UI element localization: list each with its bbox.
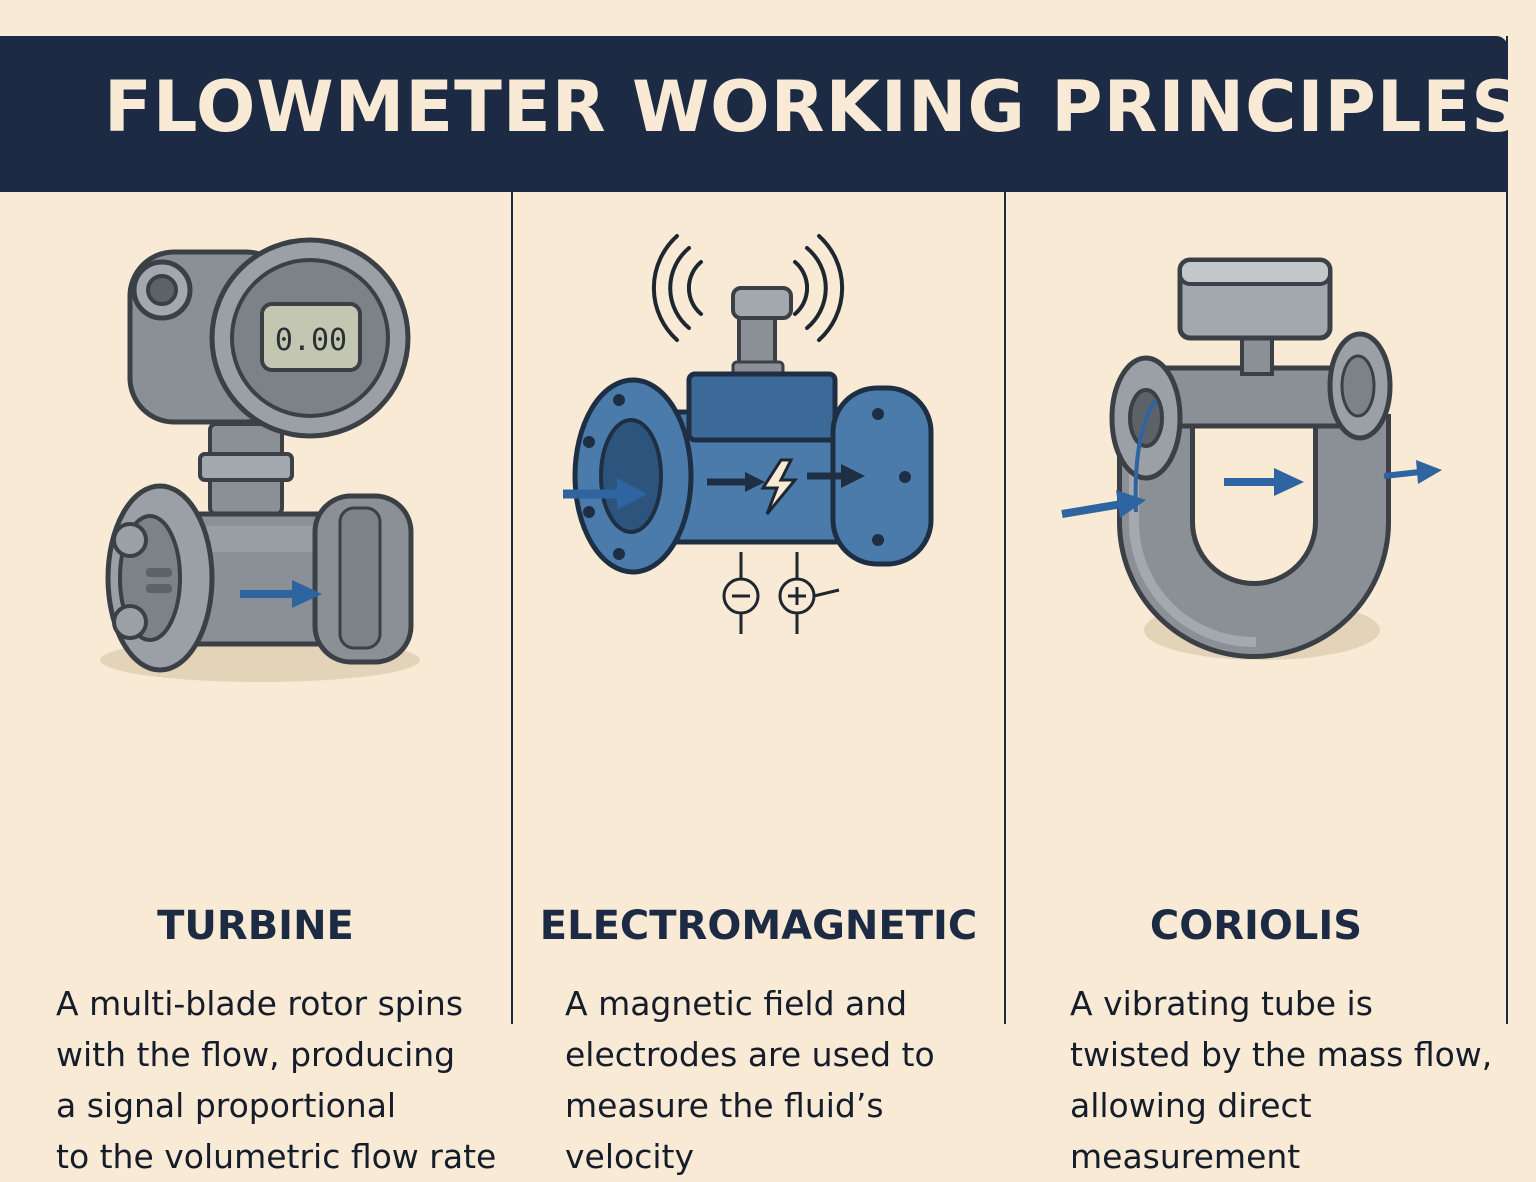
panel-description: A multi-blade rotor spins with the flow,… <box>56 984 497 1176</box>
page-title: FLOWMETER WORKING PRINCIPLES <box>104 66 1523 148</box>
panel-divider <box>1004 192 1006 1024</box>
panel-coriolis: CORIOLIS A vibrating tube is twisted by … <box>1006 192 1506 1176</box>
electrode-plus-icon <box>778 552 840 634</box>
digital-readout: 0.00 <box>275 323 347 358</box>
panel-title: ELECTROMAGNETIC <box>539 903 978 949</box>
poster-frame <box>0 36 1508 1024</box>
panel-turbine: 0.00 TURBINE A multi-blade rotor spins w… <box>0 192 511 1176</box>
panel-divider <box>511 192 513 1024</box>
panel-electromagnetic: ELECTROMAGNETIC A magnetic field and ele… <box>513 192 1004 1176</box>
signal-waves-icon <box>651 234 845 342</box>
turbine-flowmeter-icon: 0.00 <box>100 237 420 682</box>
panel-title: TURBINE <box>157 903 354 949</box>
header-banner <box>0 36 1508 192</box>
panel-description: A vibrating tube is twisted by the mass … <box>1070 984 1493 1176</box>
electrode-minus-icon <box>722 552 760 634</box>
coriolis-flowmeter-icon <box>1061 257 1442 660</box>
electromagnetic-flowmeter-icon <box>563 234 934 634</box>
panel-description: A magnetic field and electrodes are used… <box>565 984 935 1176</box>
panel-title: CORIOLIS <box>1149 903 1363 949</box>
lightning-icon <box>760 458 799 515</box>
